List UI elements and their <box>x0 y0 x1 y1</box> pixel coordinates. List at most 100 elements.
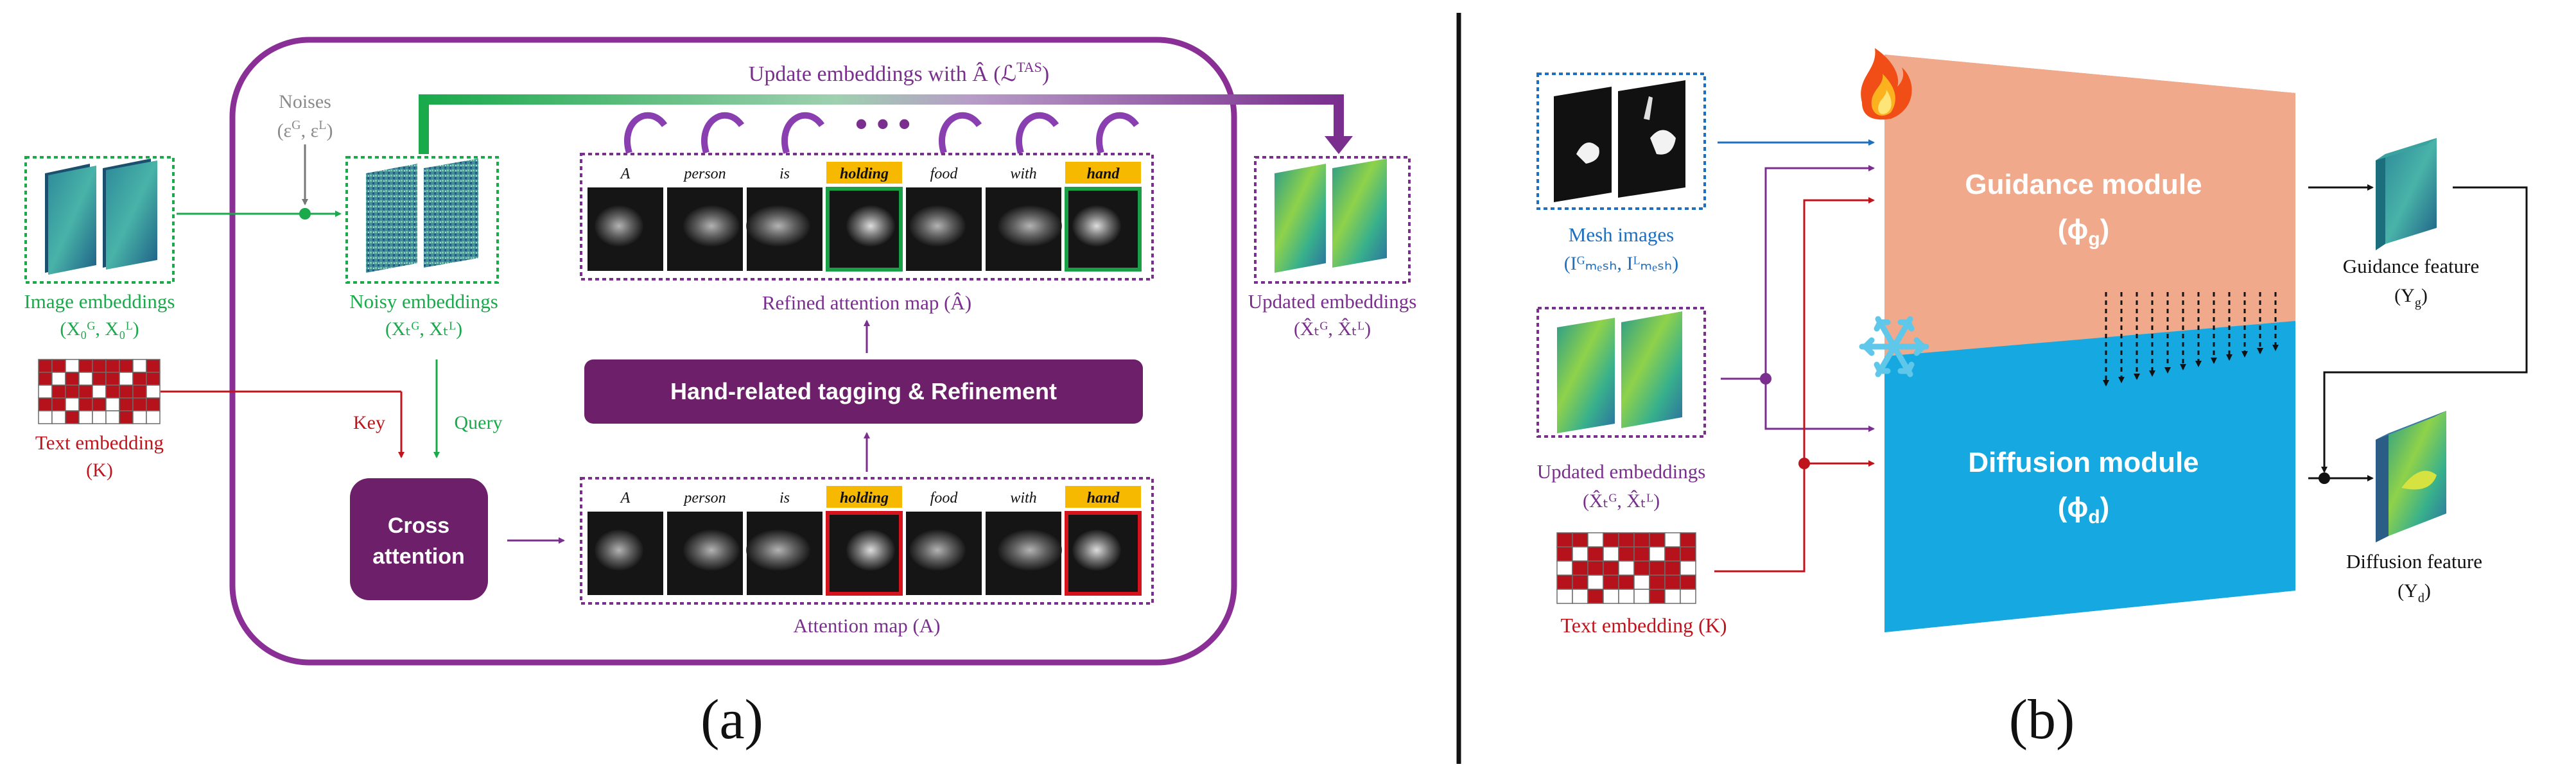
guidance-module-label: Guidance module <box>1965 169 2202 200</box>
guidance-module-symbol: (ϕg) <box>2058 214 2110 250</box>
hand-token-frame <box>826 511 903 596</box>
token-label: food <box>930 490 959 506</box>
embedding-cell <box>1618 560 1635 576</box>
embedding-cell <box>65 372 80 386</box>
ellipsis: • • • <box>855 105 911 144</box>
embedding-cell <box>1603 589 1619 604</box>
token-label: with <box>1010 166 1036 182</box>
embedding-cell <box>1603 546 1619 562</box>
update-embeddings-arrow <box>419 94 1344 154</box>
refinement-loop-arrows <box>624 112 1140 154</box>
text-embedding-b-label: Text embedding (K) <box>1560 614 1727 637</box>
embedding-cell <box>1572 589 1588 604</box>
embedding-cell <box>1633 575 1650 590</box>
embedding-cell <box>1572 560 1588 576</box>
embedding-cell <box>1633 560 1650 576</box>
noisy-embeddings-title: Noisy embeddings <box>349 290 498 313</box>
token-highlight <box>1065 486 1141 508</box>
noisy-embeddings-thumbnails <box>366 159 478 273</box>
text-embedding-symbol: (K) <box>86 460 113 481</box>
updated-embeddings-thumbnails <box>1275 159 1387 273</box>
embedding-cell <box>92 385 107 399</box>
update-embeddings-label: Update embeddings with Â (ℒTAS) <box>749 59 1049 86</box>
embedding-cell <box>105 410 120 424</box>
embedding-cell <box>1649 589 1666 604</box>
embedding-cell <box>1633 546 1650 562</box>
cross-attention-line2: attention <box>372 544 465 569</box>
updated-embeddings-symbol: (X̂ₜᴳ, X̂ₜᴸ) <box>1294 318 1371 340</box>
image-embeddings-symbol: (X₀ᴳ, X₀ᴸ) <box>60 318 139 340</box>
embedding-cell <box>1587 589 1604 604</box>
embedding-cell <box>78 372 93 386</box>
embedding-cell <box>1603 560 1619 576</box>
embedding-cell <box>132 372 147 386</box>
token-label: food <box>930 166 959 182</box>
embedding-cell <box>38 397 53 411</box>
updated-embeddings-b-symbol: (X̂ₜᴳ, X̂ₜᴸ) <box>1583 490 1660 512</box>
embedding-cell <box>51 397 66 411</box>
token-label: person <box>683 166 726 182</box>
token-highlight <box>826 486 902 508</box>
embedding-cell <box>65 410 80 424</box>
attention-blob <box>746 205 810 246</box>
diffusion-module-label: Diffusion module <box>1968 447 2198 478</box>
attention-blob <box>1072 205 1121 246</box>
embedding-cell <box>1680 560 1696 576</box>
updated-embeddings-b-box <box>1536 307 1706 438</box>
embedding-cell <box>132 385 147 399</box>
embedding-cell <box>92 397 107 411</box>
token-label: hand <box>1087 166 1120 182</box>
embedding-cell <box>78 359 93 373</box>
embedding-cell <box>105 372 120 386</box>
embedding-cell <box>1587 532 1604 548</box>
attention-blob <box>909 205 966 246</box>
snowflake-icon <box>1859 316 1929 377</box>
embedding-cell <box>78 385 93 399</box>
attention-blob <box>846 205 895 246</box>
cross-attention-line1: Cross <box>388 514 449 538</box>
embeddings-to-guidance-arrow <box>1721 165 1875 380</box>
hand-token-frame <box>826 187 903 272</box>
embedding-cell <box>1618 589 1635 604</box>
embedding-cell <box>78 397 93 411</box>
embedding-cell <box>1680 532 1696 548</box>
hand-token-frame <box>1065 511 1142 596</box>
embedding-cell <box>38 385 53 399</box>
embedding-cell <box>1603 575 1619 590</box>
panel-b: Mesh images (Iᴳₘₑₛₕ, Iᴸₘₑₛₕ) Updated emb… <box>1536 48 2528 751</box>
query-label: Query <box>455 412 503 433</box>
token-highlight <box>826 162 902 184</box>
embedding-cell <box>38 359 53 373</box>
token-label: holding <box>840 490 889 506</box>
embedding-cell <box>1680 575 1696 590</box>
hand-token-frame <box>1065 187 1142 272</box>
embedding-cell <box>146 385 161 399</box>
embedding-cell <box>1587 575 1604 590</box>
mesh-images-title: Mesh images <box>1569 223 1674 246</box>
diffusion-feature-label: Diffusion feature <box>2346 550 2482 573</box>
embedding-cell <box>1587 546 1604 562</box>
embedding-cell <box>1572 546 1588 562</box>
diffusion-module-symbol: (ϕd) <box>2058 492 2110 528</box>
tagging-refinement-block <box>584 359 1143 424</box>
image-embeddings-thumbnails <box>45 159 157 275</box>
embedding-cell <box>1649 546 1666 562</box>
mesh-images-box <box>1536 73 1706 210</box>
refined-attention-map-label: Refined attention map (Â) <box>762 291 971 314</box>
updated-embeddings-b-title: Updated embeddings <box>1537 460 1706 483</box>
panel-a-container <box>229 37 1237 666</box>
token-label: A <box>620 166 631 182</box>
panel-b-caption: (b) <box>2009 689 2075 751</box>
embedding-cell <box>1649 575 1666 590</box>
mesh-images-symbol: (Iᴳₘₑₛₕ, Iᴸₘₑₛₕ) <box>1564 253 1678 274</box>
tagging-refinement-label: Hand-related tagging & Refinement <box>670 378 1057 404</box>
embedding-cell <box>1618 546 1635 562</box>
embedding-cell <box>65 385 80 399</box>
embedding-cell <box>1556 575 1573 590</box>
embedding-cell <box>105 397 120 411</box>
embedding-cell <box>51 359 66 373</box>
embedding-cell <box>92 410 107 424</box>
feature-junction <box>2319 472 2330 484</box>
